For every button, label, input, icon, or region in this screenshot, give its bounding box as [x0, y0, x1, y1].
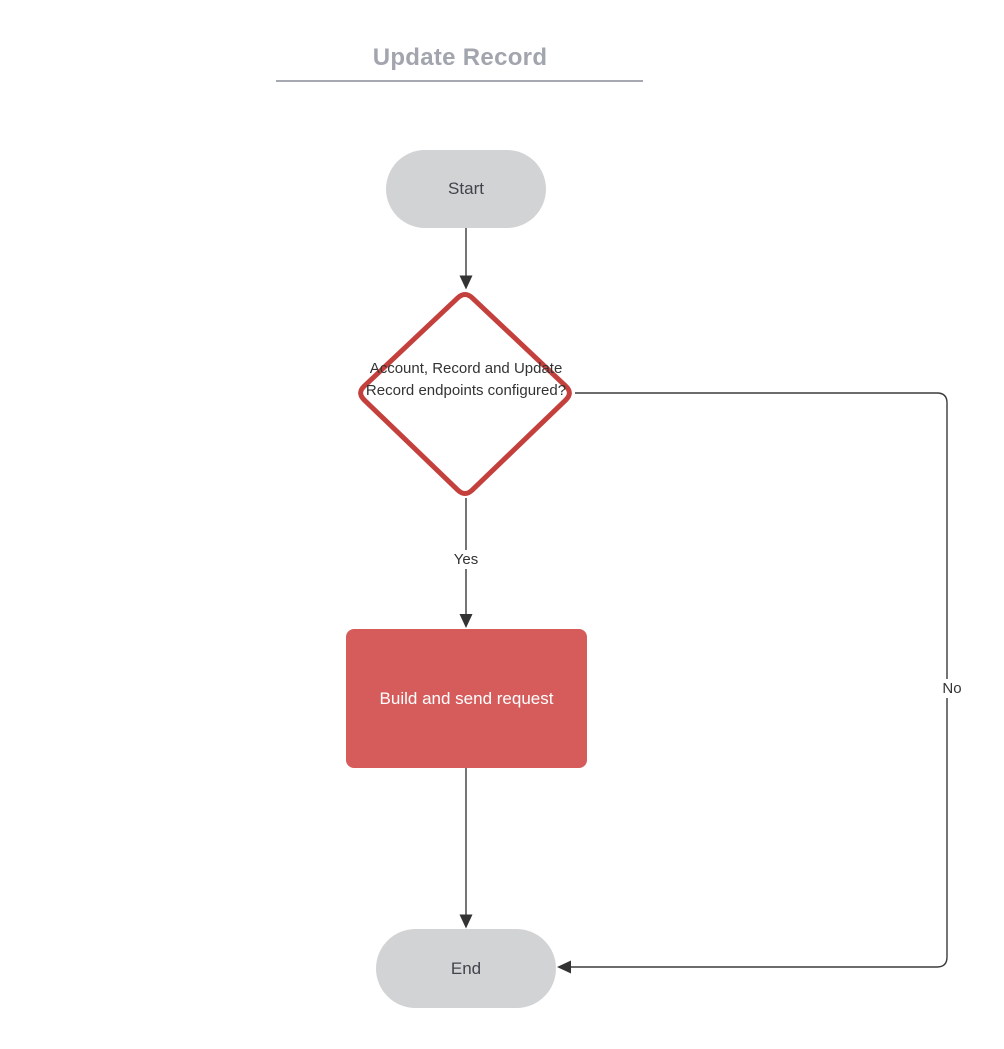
node-process: Build and send request: [346, 629, 587, 768]
node-process-label: Build and send request: [379, 688, 554, 708]
edge-label-no: No: [932, 679, 972, 698]
arrowhead-process-end: [459, 914, 473, 929]
node-start: Start: [386, 150, 546, 228]
arrowhead-decision-process: [459, 614, 473, 628]
node-end: End: [376, 929, 556, 1008]
node-end-label: End: [450, 958, 482, 978]
node-start-label: Start: [448, 179, 484, 198]
arrowhead-start-decision: [459, 275, 473, 290]
page-title: Update Record: [372, 44, 548, 71]
edge-label-yes: Yes: [444, 550, 488, 569]
edge-decision-end-no: [571, 392, 948, 968]
node-decision-label: Account, Record and Update Record endpoi…: [365, 360, 567, 399]
node-decision-shape: [358, 291, 572, 497]
title-underline: [276, 80, 643, 82]
decision-diamond-outline: [358, 291, 572, 497]
arrowhead-decision-end: [557, 960, 571, 974]
